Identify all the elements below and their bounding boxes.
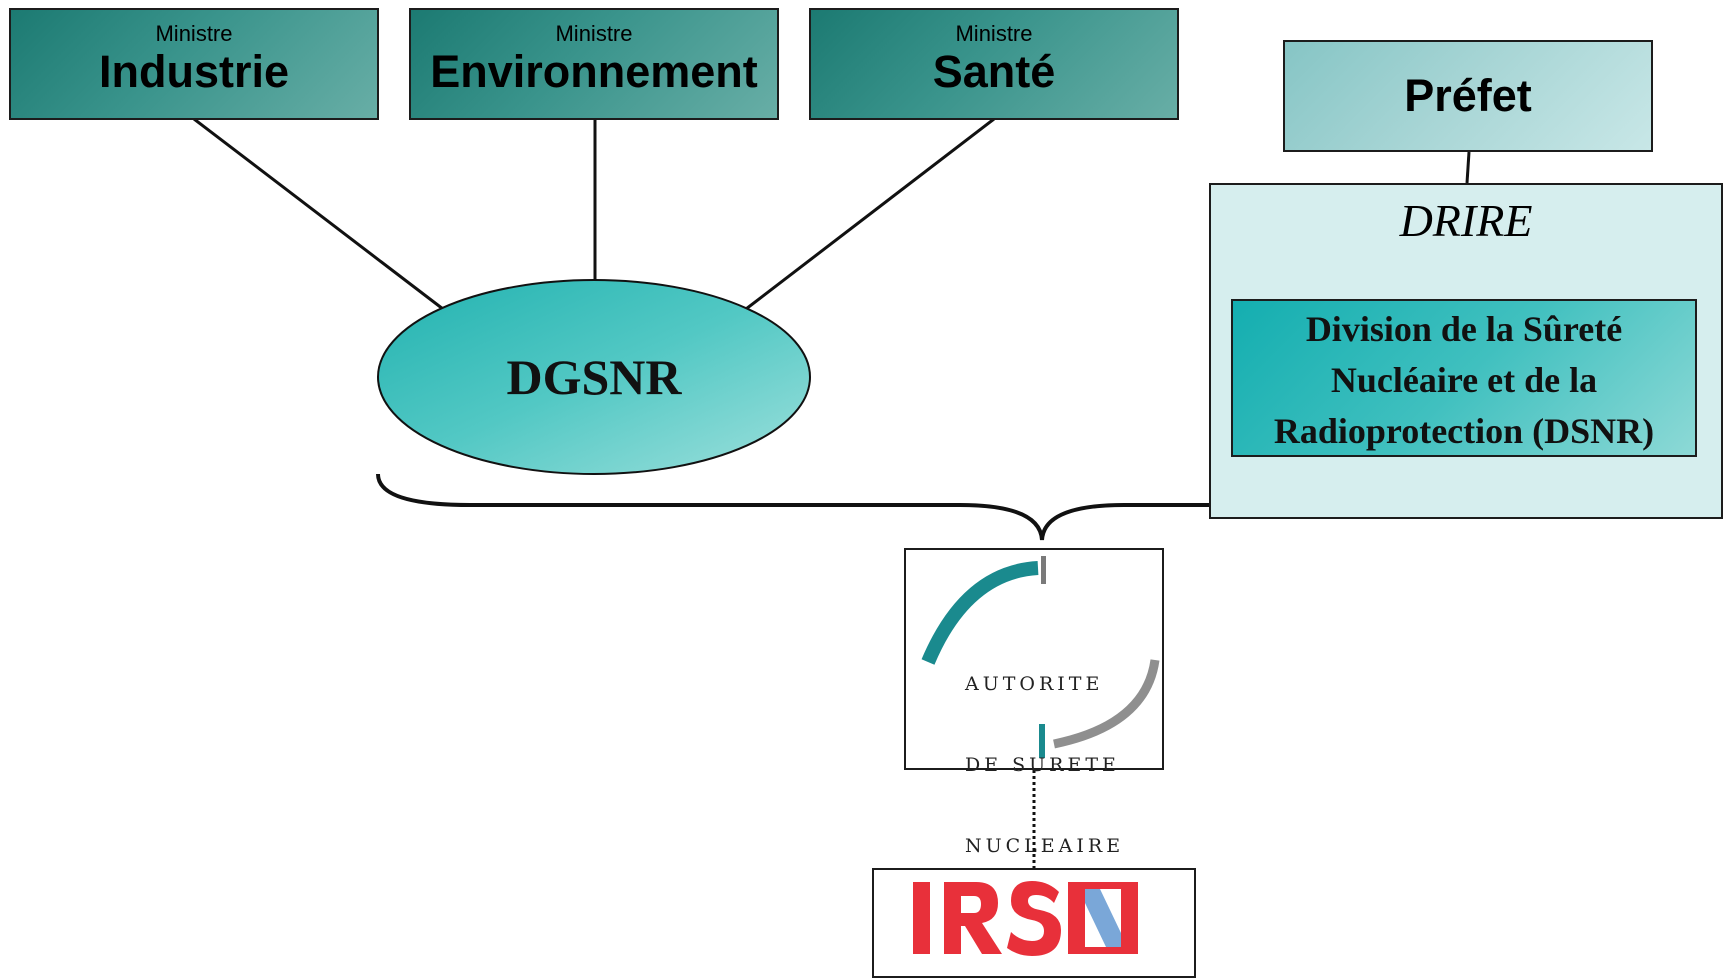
- asn-logo-box: AUTORITE DE SURETE NUCLEAIRE: [904, 548, 1164, 857]
- asn-line-2: DE SURETE: [965, 754, 1120, 776]
- drire-title: DRIRE: [1399, 195, 1533, 246]
- dsnr-line-1: Division de la Sûreté: [1305, 309, 1623, 349]
- line-industrie-dgsnr: [193, 117, 444, 311]
- asn-line-1: AUTORITE: [965, 673, 1104, 695]
- ministry-box-environnement: Ministre Environnement: [409, 8, 779, 120]
- ministry-prefix: Ministre: [155, 21, 233, 46]
- line-prefet-drire: [1465, 151, 1471, 184]
- dsnr-line-2: Nucléaire et de la: [1330, 360, 1598, 400]
- asn-line-3: NUCLEAIRE: [965, 835, 1125, 857]
- ministry-name: Santé: [932, 46, 1056, 97]
- dgsnr-ellipse: [377, 279, 811, 475]
- ministry-name: Environnement: [430, 46, 758, 97]
- dsnr-line-3: Radioprotection (DSNR): [1273, 411, 1655, 451]
- irsn-logo-box: [872, 868, 1196, 978]
- asn-logo-text: AUTORITE DE SURETE NUCLEAIRE: [965, 617, 1124, 914]
- prefet-box: Préfet: [1283, 40, 1653, 152]
- prefet-label: Préfet: [1404, 70, 1532, 121]
- asn-logo-icon: [921, 556, 1160, 758]
- line-sante-dgsnr: [745, 117, 995, 311]
- ministry-prefix: Ministre: [555, 21, 633, 46]
- ministry-box-sante: Ministre Santé: [809, 8, 1179, 120]
- ministry-prefix: Ministre: [955, 21, 1033, 46]
- dgsnr-label: DGSNR: [506, 349, 682, 405]
- ministry-name: Industrie: [98, 46, 290, 97]
- ministry-box-industrie: Ministre Industrie: [9, 8, 379, 120]
- irsn-logo-icon: [913, 881, 1138, 956]
- dsnr-box: Division de la Sûreté Nucléaire et de la…: [1231, 299, 1697, 457]
